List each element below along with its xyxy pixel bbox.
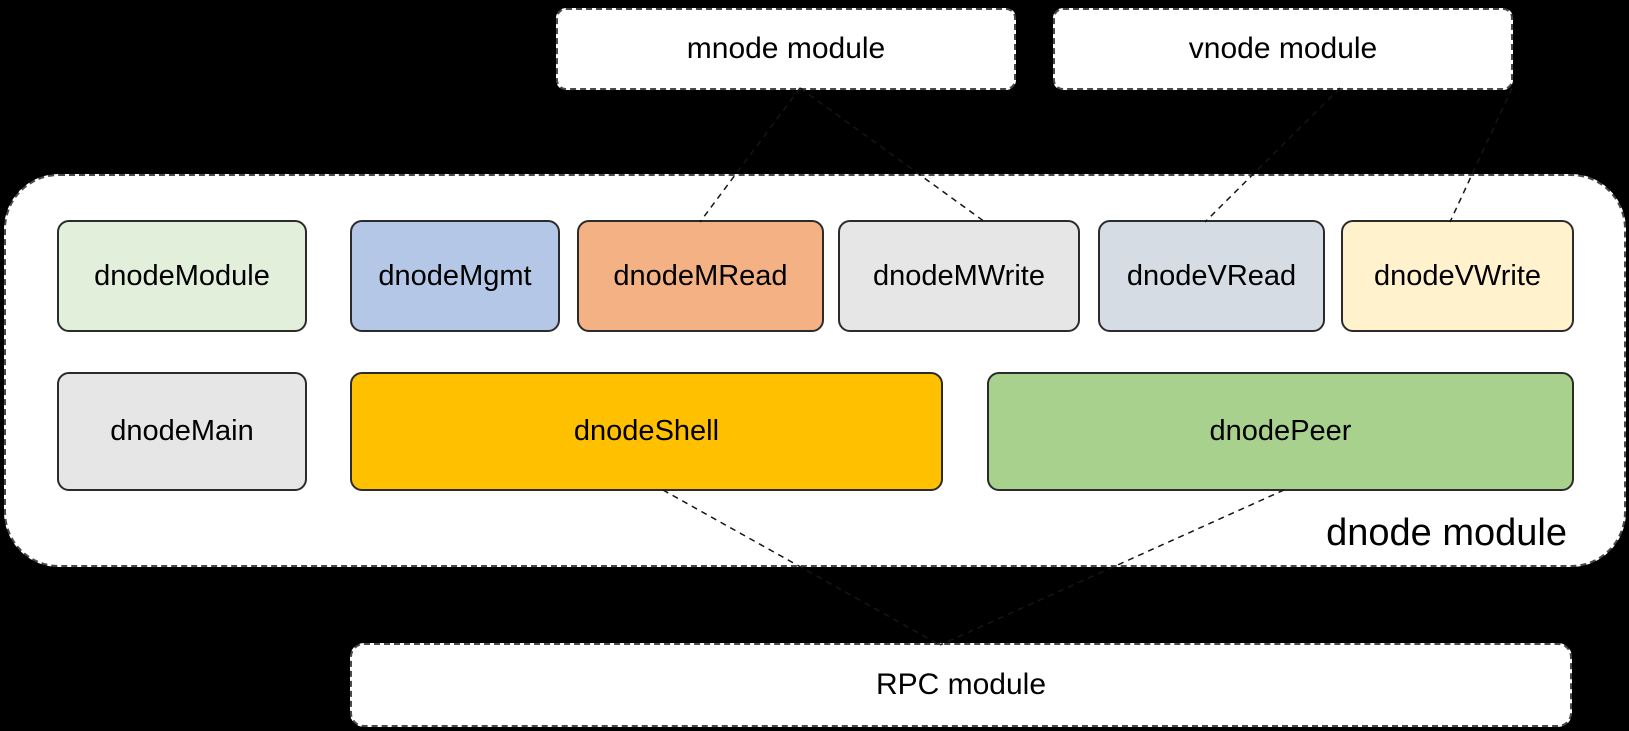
dnodeMRead-label: dnodeMRead: [613, 259, 788, 292]
vnode-module-box: vnode module: [1053, 8, 1513, 90]
dnodeModule-label: dnodeModule: [94, 259, 270, 292]
dnodeMain-label: dnodeMain: [110, 415, 254, 447]
dnodeShell-box: dnodeShell: [350, 372, 943, 491]
dnodeVWrite-label: dnodeVWrite: [1373, 259, 1542, 292]
dnodeMWrite-box: dnodeMWrite: [838, 220, 1080, 332]
dnode-module-label: dnode module: [1326, 512, 1567, 554]
dnodeShell-label: dnodeShell: [573, 415, 720, 447]
vnode-module-label: vnode module: [1188, 32, 1378, 65]
mnode-module-label: mnode module: [686, 32, 886, 65]
dnodeMgmt-label: dnodeMgmt: [378, 259, 532, 292]
rpc-module-box: RPC module: [350, 643, 1572, 727]
dnodeMgmt-box: dnodeMgmt: [350, 220, 560, 332]
dnodeModule-box: dnodeModule: [57, 220, 307, 332]
dnodeVRead-label: dnodeVRead: [1126, 259, 1297, 292]
dnodeMRead-box: dnodeMRead: [577, 220, 824, 332]
dnodePeer-label: dnodePeer: [1209, 415, 1352, 447]
mnode-module-box: mnode module: [556, 8, 1016, 90]
dnodeMWrite-label: dnodeMWrite: [873, 259, 1045, 292]
dnodeVWrite-box: dnodeVWrite: [1341, 220, 1574, 332]
dnodeVRead-box: dnodeVRead: [1098, 220, 1325, 332]
rpc-module-label: RPC module: [875, 668, 1047, 701]
dnodeMain-box: dnodeMain: [57, 372, 307, 491]
dnodePeer-box: dnodePeer: [987, 372, 1574, 491]
